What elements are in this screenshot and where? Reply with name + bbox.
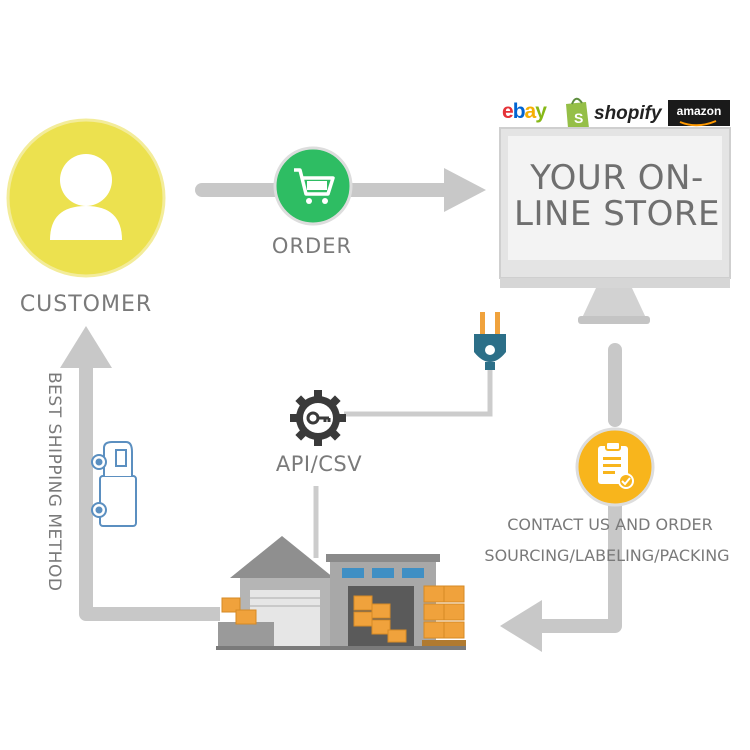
api-label: API/CSV	[275, 452, 363, 476]
order-label: ORDER	[271, 234, 353, 258]
monitor-chin	[500, 278, 730, 288]
warehouse-roof-right	[326, 554, 440, 562]
api-connector-line	[344, 368, 493, 417]
shipping-arrow-shaft	[79, 360, 220, 621]
loading-dock	[218, 622, 274, 650]
amazon-logo-text: amazon	[676, 104, 722, 118]
ebay-logo: ebay	[502, 100, 547, 124]
fulfillment-label-line1: CONTACT US AND ORDER	[507, 515, 713, 534]
ebay-logo-e: e	[502, 100, 514, 123]
fulfillment-label-line2: SOURCING/LABELING/PACKING	[484, 546, 730, 565]
customer-label: CUSTOMER	[19, 292, 153, 317]
warehouse-roof-left	[230, 536, 334, 578]
pallet	[422, 640, 466, 646]
svg-text:S: S	[574, 110, 583, 126]
clipboard-icon	[598, 441, 634, 489]
shopping-cart-icon	[294, 168, 335, 204]
fulfillment-arrow-shaft	[540, 500, 622, 633]
monitor-base	[578, 316, 650, 324]
shipping-arrow-head	[60, 326, 112, 368]
user-icon	[50, 154, 122, 240]
store-screen-text: YOUR ON-LINE STORE	[514, 158, 720, 234]
amazon-logo: amazon	[668, 100, 730, 126]
ebay-logo-y: y	[535, 100, 547, 123]
ebay-logo-b: b	[512, 100, 526, 123]
monitor-stand	[582, 288, 646, 318]
monitor-screen	[508, 136, 722, 260]
fulfillment-arrow-head	[500, 600, 542, 652]
shopify-logo: shopify	[594, 103, 662, 124]
order-arrow-head	[444, 168, 486, 212]
warehouse-ground	[216, 646, 466, 650]
ebay-logo-a: a	[524, 100, 537, 123]
shipping-label: BEST SHIPPING METHOD	[44, 372, 64, 592]
